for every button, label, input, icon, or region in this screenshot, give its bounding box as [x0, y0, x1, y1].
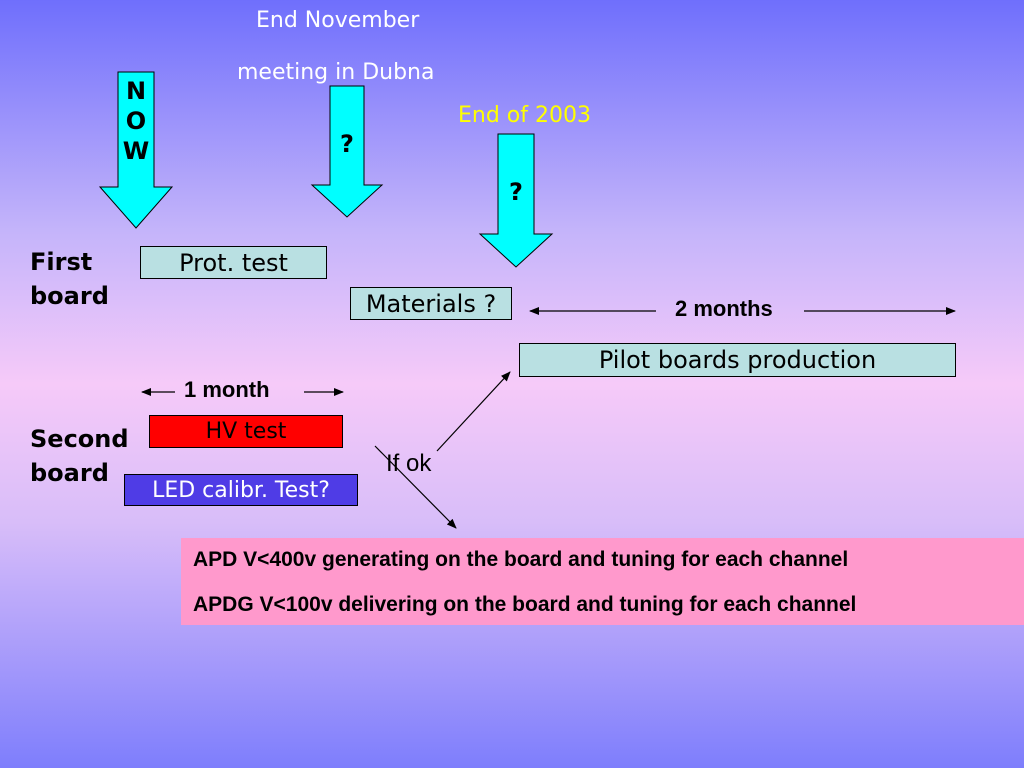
- materials-box: Materials ?: [350, 287, 512, 320]
- prot-test-box: Prot. test: [140, 246, 327, 279]
- note-apd: APD V<400v generating on the board and t…: [193, 548, 849, 571]
- end-2003-down-arrow: [478, 133, 554, 268]
- one-month-label: 1 month: [184, 377, 270, 402]
- meeting-dubna-label: meeting in Dubna: [237, 60, 435, 85]
- first-board-line2: board: [30, 282, 109, 310]
- first-board-label: First board: [30, 245, 109, 313]
- end-2003-label: End of 2003: [458, 103, 591, 128]
- end-november-label: End November: [256, 8, 420, 33]
- meeting-question-mark: ?: [340, 130, 354, 158]
- now-letter-w: W: [122, 137, 150, 165]
- now-down-arrow: [98, 71, 174, 229]
- notes-box: APD V<400v generating on the board and t…: [181, 538, 1024, 625]
- second-board-label: Second board: [30, 422, 129, 490]
- second-board-line2: board: [30, 459, 109, 487]
- hv-test-box: HV test: [149, 415, 343, 448]
- end-2003-question-mark: ?: [509, 178, 523, 206]
- now-letter-n: N: [125, 77, 147, 105]
- if-ok-label: If ok: [386, 450, 432, 477]
- second-board-line1: Second: [30, 425, 129, 453]
- meeting-down-arrow: [310, 85, 384, 218]
- if-ok-up-arrow: [436, 371, 511, 452]
- led-calibration-box: LED calibr. Test?: [124, 474, 358, 506]
- note-apdg: APDG V<100v delivering on the board and …: [193, 593, 857, 616]
- pilot-production-box: Pilot boards production: [519, 343, 956, 377]
- if-ok-down-arrow: [374, 445, 457, 529]
- now-marker: N O W: [118, 76, 154, 166]
- two-months-label: 2 months: [675, 296, 773, 321]
- first-board-line1: First: [30, 248, 93, 276]
- now-letter-o: O: [125, 107, 147, 135]
